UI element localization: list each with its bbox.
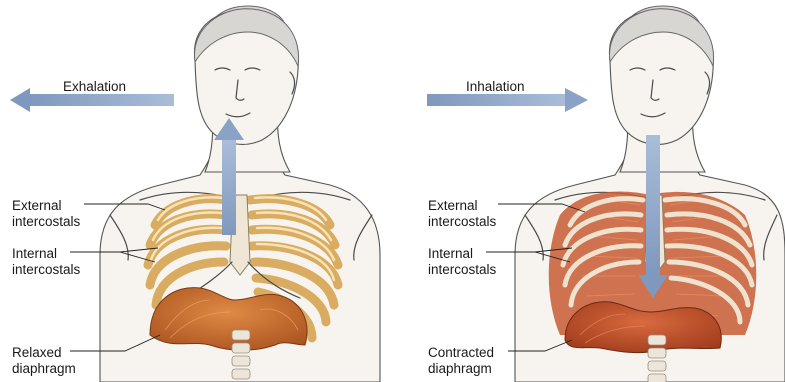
- right-external-label-1: External: [428, 198, 478, 213]
- left-figure: [100, 6, 380, 382]
- right-external-label-2: intercostals: [428, 214, 497, 229]
- right-internal-label-2: intercostals: [428, 262, 497, 277]
- left-internal-label-2: intercostals: [12, 262, 81, 277]
- right-internal-label-1: Internal: [428, 246, 473, 261]
- left-diaphragm-label-1: Relaxed: [12, 345, 62, 360]
- exhalation-label: Exhalation: [63, 79, 126, 94]
- right-diaphragm-label-1: Contracted: [428, 345, 494, 360]
- left-diaphragm-label-2: diaphragm: [12, 361, 76, 376]
- left-external-label-2: intercostals: [12, 214, 81, 229]
- right-diaphragm-label-2: diaphragm: [428, 361, 492, 376]
- left-internal-label-1: Internal: [12, 246, 57, 261]
- inhalation-label: Inhalation: [466, 79, 525, 94]
- left-external-label-1: External: [12, 198, 62, 213]
